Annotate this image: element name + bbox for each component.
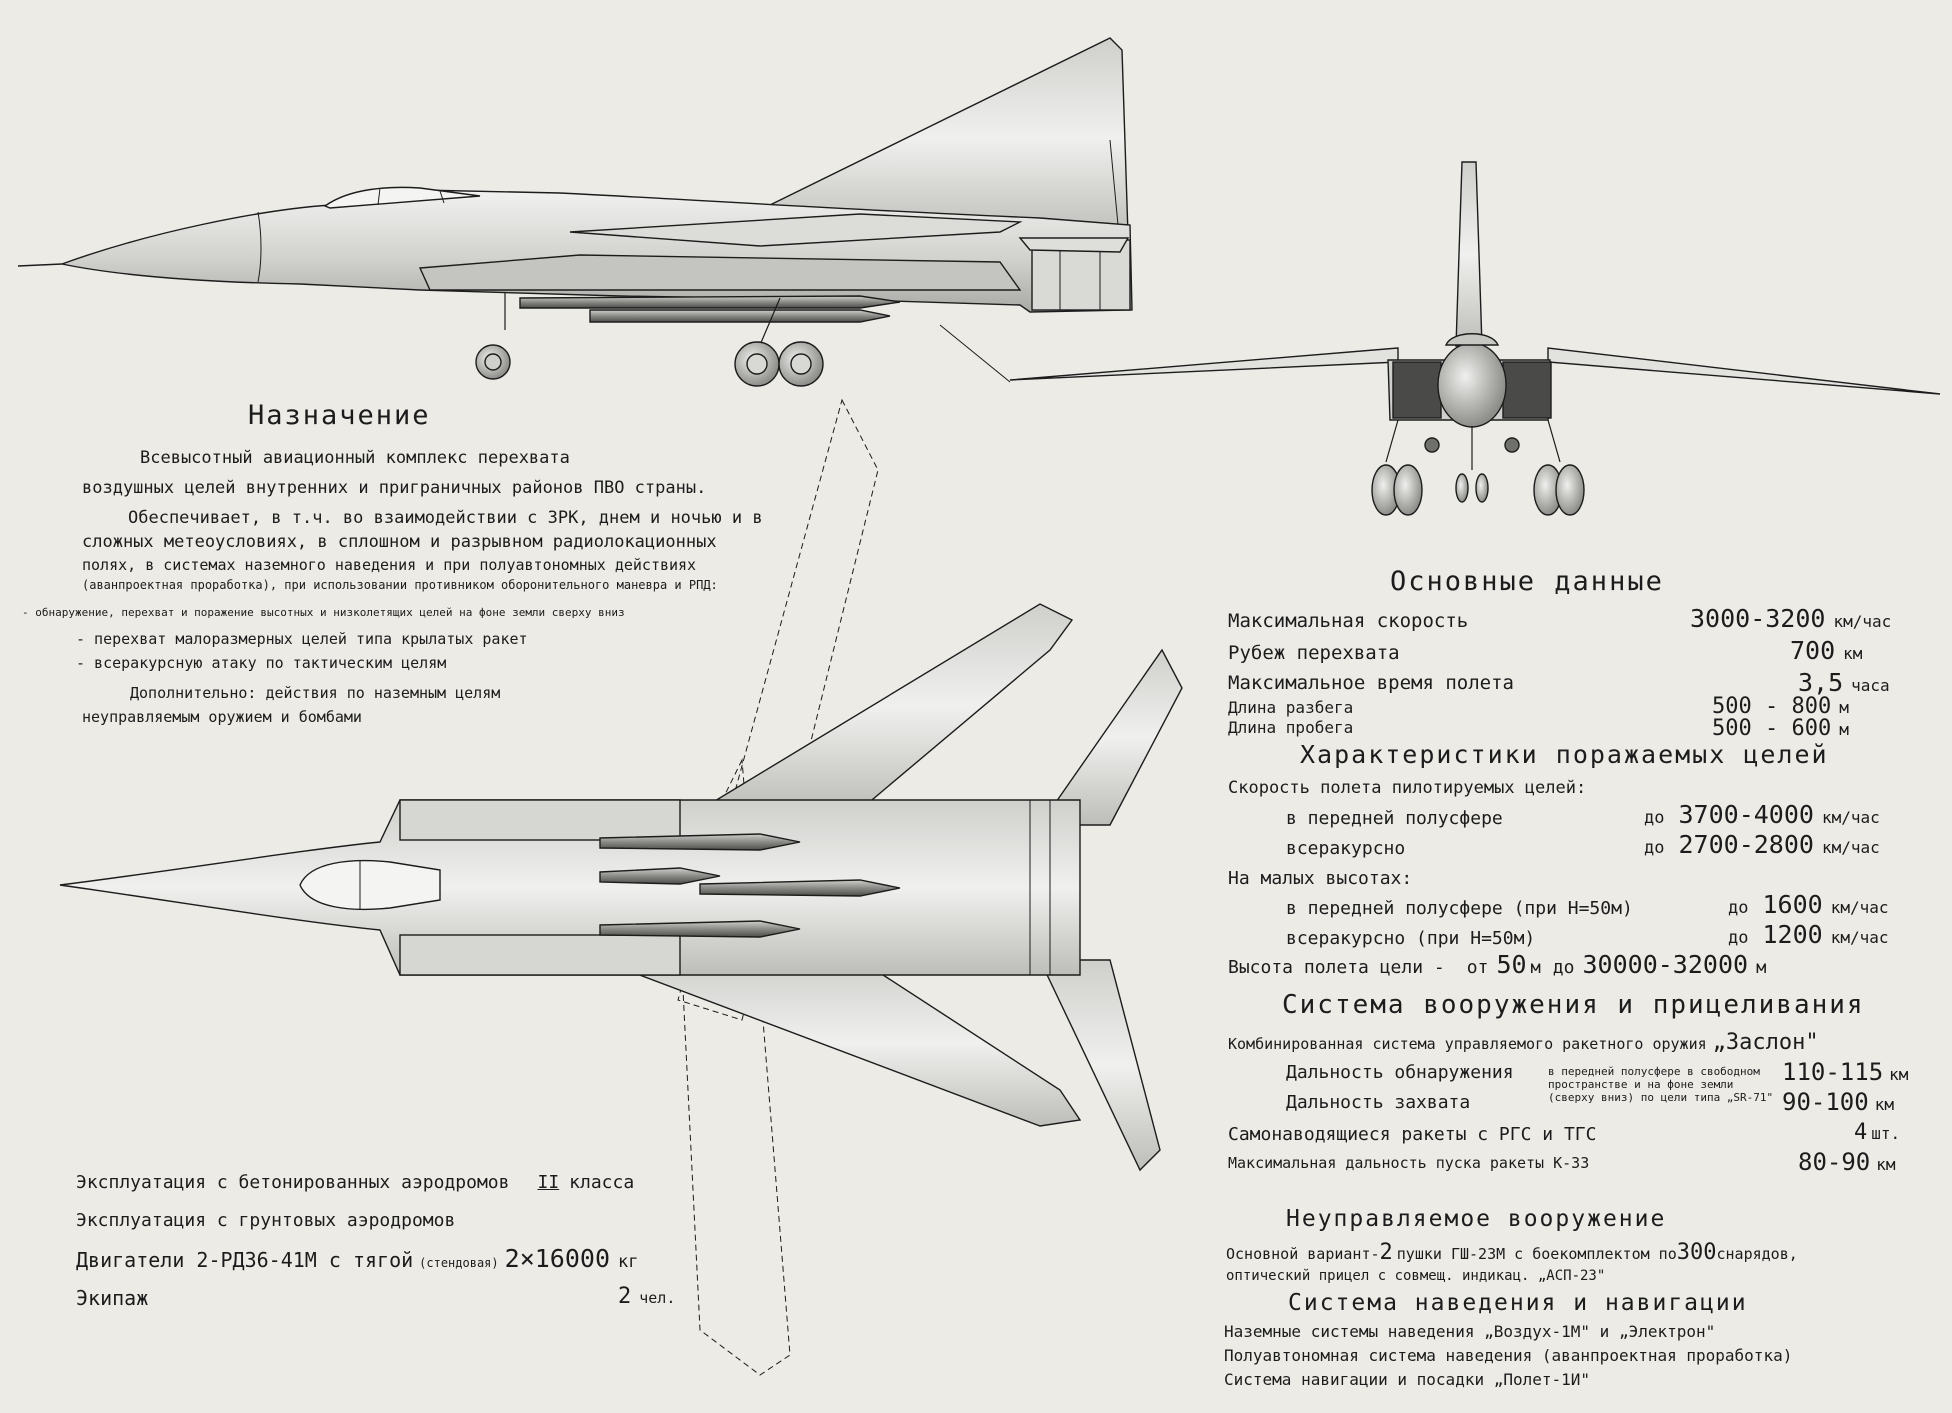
main-row-value-3: 3,5 часа [1798,668,1890,697]
operation-crew-value: 2 чел. [618,1284,676,1309]
plan-missile-2 [599,867,721,885]
main-row-label-3: Максимальное время полета [1228,672,1514,694]
plan-missile-4 [599,920,801,938]
targets-low-front-value: до 1600 км/час [1728,890,1889,919]
purpose-title: Назначение [248,400,431,431]
targets-speed-label: Скорость полета пилотируемых целей: [1228,778,1587,798]
plan-wing-extended-upper [677,398,879,1021]
front-wing-left [1009,347,1399,381]
weapons-note-2: пространстве и на фоне земли [1548,1078,1734,1091]
purpose-line-6: (аванпроектная проработка), при использо… [82,578,718,592]
targets-front-value: до 3700-4000 км/час [1644,800,1880,829]
main-row-value-1: 3000-3200 км/час [1690,604,1892,633]
weapons-capture-label: Дальность захвата [1286,1092,1471,1113]
weapons-note-1: в передней полусфере в свободном [1548,1065,1760,1078]
front-fin [1455,161,1483,347]
targets-all-value: до 2700-2800 км/час [1644,830,1880,859]
purpose-line-10: Дополнительно: действия по наземным целя… [130,684,501,702]
main-row-value-4: 500 - 800 м [1712,694,1849,719]
operation-ground: Эксплуатация с грунтовых аэродромов [76,1210,456,1231]
navigation-line-3: Система навигации и посадки „Полет-1И" [1224,1370,1591,1389]
purpose-line-5: полях, в системах наземного наведения и … [82,556,697,574]
purpose-line-11: неуправляемым оружием и бомбами [82,708,362,726]
targets-low-label: На малых высотах: [1228,868,1413,889]
main-row-label-5: Длина пробега [1228,718,1354,737]
targets-front-label: в передней полусфере [1286,808,1503,829]
navigation-line-2: Полуавтономная система наведения (аванпр… [1224,1346,1793,1365]
purpose-line-9: - всеракурсную атаку по тактическим целя… [76,654,447,672]
plan-canopy [299,859,441,911]
plan-missile-1 [599,833,801,851]
front-nose [1437,342,1507,428]
weapons-note-3: (сверху вниз) по цели типа „SR-71" [1548,1091,1774,1104]
purpose-line-8: - перехват малоразмерных целей типа крыл… [76,630,528,648]
purpose-line-7: - обнаружение, перехват и поражение высо… [22,606,625,619]
side-intake [418,254,1022,291]
targets-all-label: всеракурсно [1286,838,1406,859]
purpose-line-1: Всевысотный авиационный комплекс перехва… [140,448,570,468]
main-row-label-1: Максимальная скорость [1228,610,1469,632]
main-data-title: Основные данные [1390,566,1664,597]
purpose-line-4: сложных метеоусловиях, в сплошном и разр… [82,532,717,552]
purpose-line-2: воздушных целей внутренних и приграничны… [82,478,707,498]
plan-wing-lower [599,959,1082,1127]
weapons-missiles-label: Самонаводящиеся ракеты с РГС и ТГС [1228,1124,1597,1145]
side-missile [519,295,901,309]
unguided-line-2: оптический прицел с совмещ. индикац. „АС… [1226,1268,1606,1284]
weapons-title: Система вооружения и прицеливания [1282,990,1865,1020]
navigation-title: Система наведения и навигации [1288,1290,1748,1316]
plan-fuselage [59,799,1081,976]
targets-low-front-label: в передней полусфере (при Н=50м) [1286,898,1633,919]
plan-wing-upper [697,603,1074,811]
navigation-line-1: Наземные системы наведения „Воздух-1М" и… [1224,1322,1716,1341]
operation-concrete: Эксплуатация с бетонированных аэродромов… [76,1172,635,1193]
main-row-value-5: 500 - 600 м [1712,716,1849,741]
plan-stab-upper [1038,648,1183,826]
operation-engines: Двигатели 2-РД36-41М с тягой (стендовая)… [76,1244,639,1273]
unguided-line-1: Основной вариант- 2 пушки ГШ-23М с боеко… [1226,1240,1798,1265]
purpose-line-3: Обеспечивает, в т.ч. во взаимодействии с… [128,508,763,528]
operation-crew: Экипаж [76,1286,149,1310]
weapons-combined: Комбинированная система управляемого рак… [1228,1030,1819,1055]
front-nose-wheel [1455,473,1469,503]
weapons-detect-label: Дальность обнаружения [1286,1062,1514,1083]
front-intake-left [1392,361,1442,419]
main-row-label-4: Длина разбега [1228,698,1354,717]
main-row-label-2: Рубеж перехвата [1228,642,1400,664]
unguided-title: Неуправляемое вооружение [1286,1206,1667,1232]
targets-title: Характеристики поражаемых целей [1300,740,1829,769]
weapons-missiles-value: 4 шт. [1854,1120,1901,1145]
side-wing [569,213,1023,247]
weapons-range-label: Максимальная дальность пуска ракеты К-33 [1228,1154,1590,1172]
targets-low-all-label: всеракурсно (при Н=50м) [1286,928,1536,949]
front-intake-right [1502,361,1552,419]
side-canopy [323,186,481,209]
front-view [1009,161,1941,516]
weapons-detect-value: 110-115 км [1782,1058,1909,1086]
main-row-value-2: 700 км [1790,636,1863,665]
plan-stab-lower [1038,959,1161,1172]
weapons-range-value: 80-90 км [1798,1148,1896,1176]
weapons-capture-value: 90-100 км [1782,1088,1894,1116]
plan-missile-3 [699,879,901,897]
front-wing-right [1547,347,1941,395]
plan-view [59,398,1183,1376]
targets-altitude: Высота полета цели - от 50 м до 30000-32… [1228,950,1767,979]
side-pitot [17,263,63,267]
side-view [17,37,1133,387]
targets-low-all-value: до 1200 км/час [1728,920,1889,949]
